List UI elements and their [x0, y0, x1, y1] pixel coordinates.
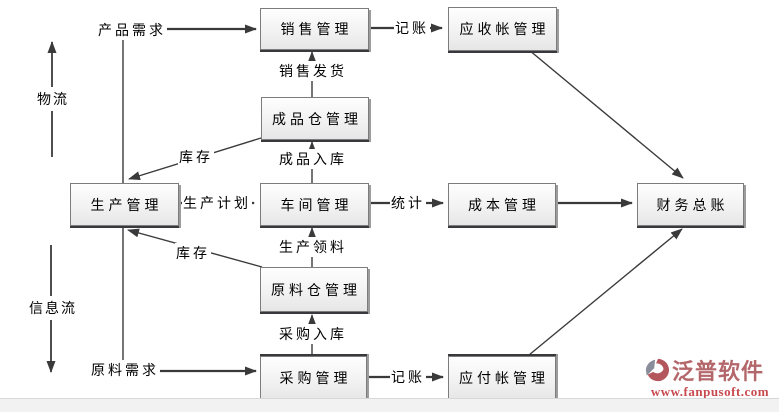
- node-sales-management: 销售管理: [260, 8, 369, 50]
- edge-label-stock-bottom: 库存: [175, 243, 211, 263]
- edge-label-finished-in: 成品入库: [278, 149, 348, 169]
- label-material-flow: 物流: [36, 87, 70, 111]
- edge-label-production-picking: 生产领料: [278, 237, 348, 257]
- fanpu-watermark: 泛普软件 www.fanpusoft.com: [644, 354, 776, 400]
- node-general-ledger: 财务总账: [637, 183, 744, 226]
- node-purchasing-management: 采购管理: [260, 356, 367, 400]
- edge-label-production-plan: 生产计划: [182, 193, 252, 213]
- edge-label-purchase-in: 采购入库: [278, 324, 348, 344]
- arrow-payables-to-ledger: [528, 228, 683, 356]
- bottom-bar: [0, 398, 779, 412]
- edge-label-product-demand: 产品需求: [97, 20, 167, 40]
- edge-label-sales-shipping: 销售发货: [278, 61, 348, 81]
- node-production-management: 生产管理: [70, 183, 179, 226]
- node-accounts-payable: 应付帐管理: [448, 356, 556, 400]
- edge-label-raw-demand: 原料需求: [90, 360, 160, 380]
- arrow-receivables-to-ledger: [528, 49, 684, 179]
- edge-label-stock-top: 库存: [178, 147, 214, 167]
- edge-label-bookkeeping-top: 记账: [394, 18, 430, 38]
- edge-label-bookkeeping-bottom: 记账: [390, 367, 426, 387]
- node-raw-material-warehouse: 原料仓管理: [260, 267, 368, 312]
- edge-label-statistics: 统计: [390, 193, 426, 213]
- fanpu-url-text: www.fanpusoft.com: [650, 384, 770, 399]
- fanpu-brand-text: 泛普软件: [672, 359, 765, 384]
- node-cost-management: 成本管理: [448, 183, 556, 226]
- fanpu-logo-icon: [645, 358, 669, 382]
- node-accounts-receivable: 应收帐管理: [448, 7, 557, 51]
- node-finished-goods-warehouse: 成品仓管理: [261, 97, 369, 140]
- node-workshop-management: 车间管理: [260, 183, 369, 226]
- label-information-flow: 信息流: [28, 296, 78, 320]
